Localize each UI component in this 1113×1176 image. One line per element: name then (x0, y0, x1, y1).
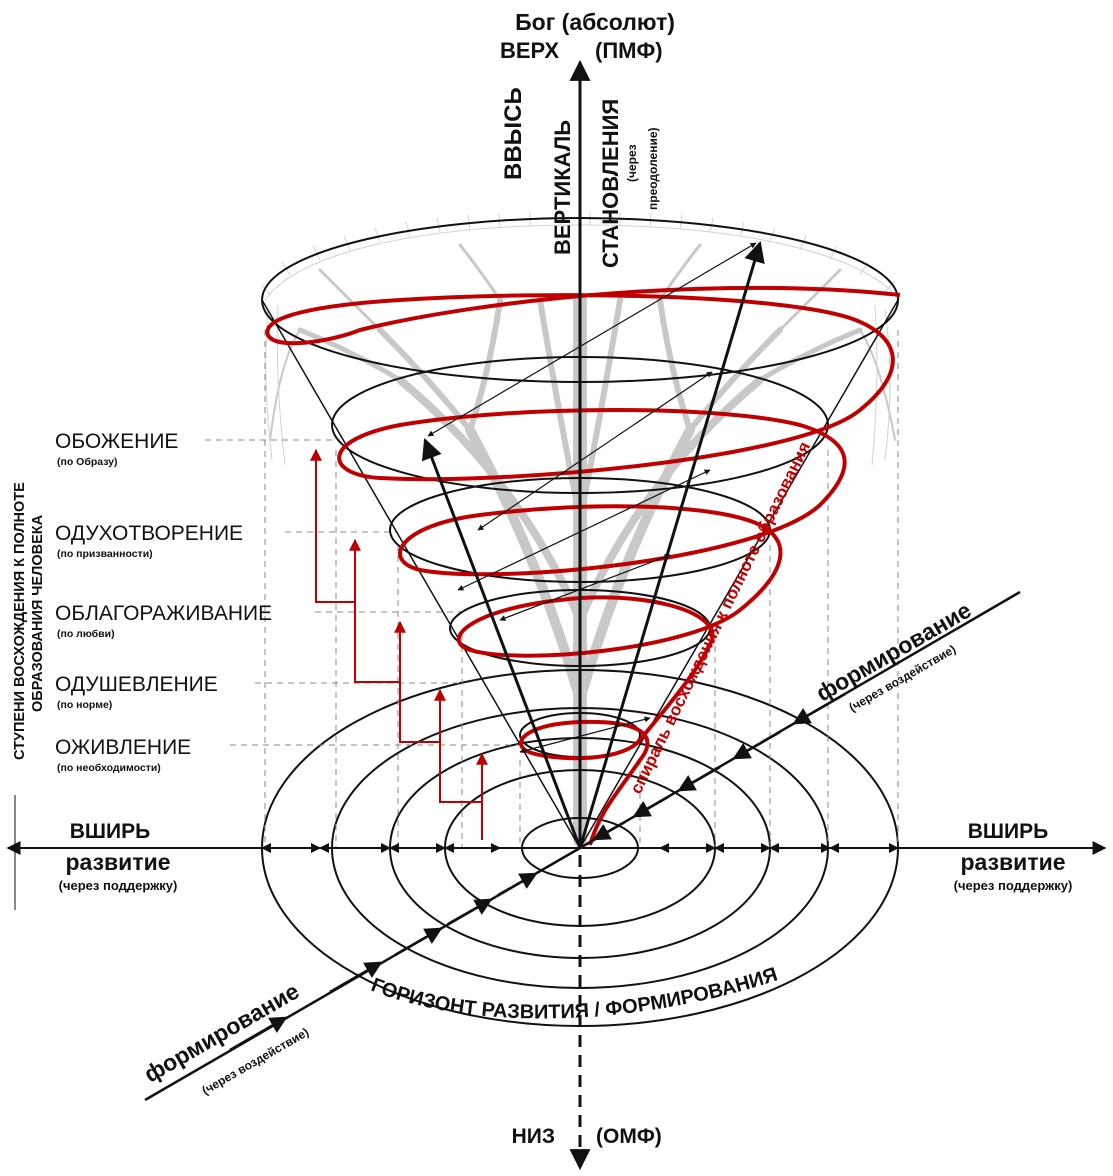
down-label: НИЗ (512, 1125, 555, 1148)
horizon-label-path: ГОРИЗОНТ РАЗВИТИЯ / ФОРМИРОВАНИЯ (368, 964, 780, 1024)
omf-label: (ОМФ) (596, 1125, 662, 1148)
stage-odushevlenie-sub: (по норме) (57, 699, 112, 711)
pmf-label: (ПМФ) (595, 38, 663, 63)
right-vshir: ВШИРЬ (968, 820, 1048, 843)
right-podderzhka: (через поддержку) (954, 878, 1073, 893)
left-razvitie: развитие (65, 849, 170, 875)
horizon-label: ГОРИЗОНТ РАЗВИТИЯ / ФОРМИРОВАНИЯ (368, 964, 780, 1024)
formirovanie-lower: формирование (140, 978, 304, 1088)
side-caption-line2: ОБРАЗОВАНИЯ ЧЕЛОВЕКА (30, 514, 46, 712)
cone-double-arrows (427, 242, 757, 754)
right-razvitie: развитие (960, 849, 1065, 875)
stage-labels: ОБОЖЕНИЕ (по Образу) ОДУХОТВОРЕНИЕ (по п… (55, 430, 272, 774)
cherez-label: (через (625, 144, 639, 182)
vvys-label: ВВЫСЬ (500, 87, 527, 180)
god-label: Бог (абсолют) (515, 9, 675, 35)
stage-oduhotvorenie: ОДУХОТВОРЕНИЕ (55, 522, 243, 545)
stage-odushevlenie: ОДУШЕВЛЕНИЕ (55, 673, 218, 696)
diagonal-axis (144, 590, 1021, 1102)
stanovlenie-label: СТАНОВЛЕНИЯ (598, 99, 623, 268)
left-podderzhka: (через поддержку) (59, 878, 178, 893)
apex-arrows (421, 240, 765, 849)
stage-ozhivlenie: ОЖИВЛЕНИЕ (55, 736, 191, 759)
stage-oblagorazhivanie-sub: (по любви) (57, 628, 115, 640)
up-label: ВЕРХ (500, 38, 559, 63)
tree-graphic (269, 243, 896, 847)
left-vshir: ВШИРЬ (70, 820, 150, 843)
stage-oblagorazhivanie: ОБЛАГОРАЖИВАНИЕ (55, 602, 272, 625)
vertikal-label: ВЕРТИКАЛЬ (550, 120, 575, 255)
preodolenie-label: преодоление) (646, 127, 660, 210)
stage-obozhenie: ОБОЖЕНИЕ (55, 430, 178, 453)
stage-oduhotvorenie-sub: (по призванности) (57, 548, 153, 560)
stage-ozhivlenie-sub: (по необходимости) (57, 762, 161, 774)
guide-lines (205, 330, 899, 848)
red-staircase (310, 448, 488, 840)
stage-obozhenie-sub: (по Образу) (57, 456, 118, 468)
cone-sides (261, 299, 899, 849)
side-caption-line1: СТУПЕНИ ВОСХОЖДЕНИЯ К ПОЛНОТЕ (12, 482, 28, 760)
